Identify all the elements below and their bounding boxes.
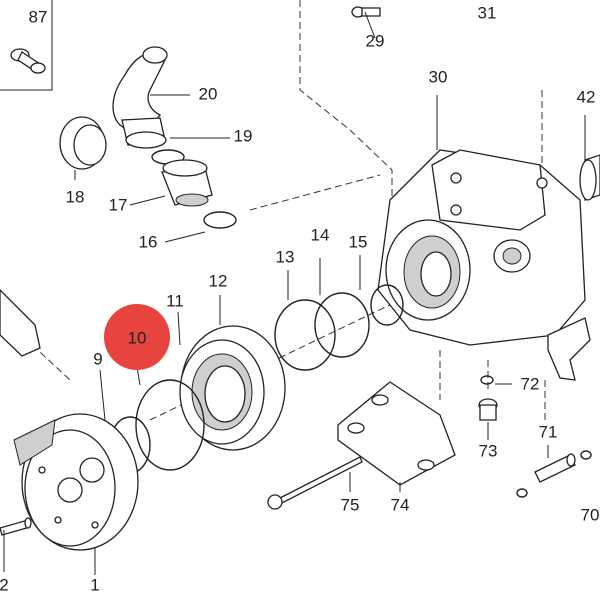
- bolt-75-drawing: [267, 456, 363, 510]
- label-14: 14: [311, 225, 330, 244]
- highlight-marker-10: [104, 304, 170, 370]
- pump-housing-30-drawing: [377, 149, 586, 346]
- label-9: 9: [93, 349, 102, 368]
- label-29: 29: [366, 31, 385, 50]
- screw-2-drawing: [0, 517, 32, 536]
- elbow-fitting-20-drawing: [112, 46, 168, 149]
- label-16: 16: [139, 232, 158, 251]
- label-12: 12: [209, 271, 228, 290]
- washer-72-drawing: [480, 375, 494, 385]
- label-15: 15: [349, 232, 368, 251]
- label-20: 20: [199, 84, 218, 103]
- plug-73-drawing: [478, 398, 498, 421]
- screw-87-drawing: [10, 48, 46, 74]
- o-ring-16-drawing: [203, 211, 237, 229]
- label-18: 18: [66, 187, 85, 206]
- label-13: 13: [276, 247, 295, 266]
- ring-70a-drawing: [516, 488, 528, 498]
- label-74: 74: [391, 495, 410, 514]
- label-30: 30: [429, 67, 448, 86]
- pin-71-drawing: [534, 453, 576, 483]
- label-11: 11: [166, 291, 184, 310]
- part-labels: 87 31 29 20 19 30 42 18 17 16 15 13 14 1…: [0, 3, 599, 594]
- bearing-42-drawing: [579, 154, 600, 201]
- bearing-flange-12-drawing: [179, 325, 286, 451]
- o-ring-10-drawing: [135, 379, 205, 471]
- label-72: 72: [521, 374, 540, 393]
- label-42: 42: [577, 87, 596, 106]
- inset-box-87: [0, 0, 53, 91]
- label-2: 2: [0, 575, 9, 594]
- o-ring-13-drawing: [274, 299, 336, 371]
- leader-lines: [3, 11, 586, 575]
- nut-18-drawing: [59, 116, 107, 170]
- o-ring-15-drawing: [370, 284, 404, 326]
- label-87: 87: [29, 7, 48, 26]
- mounting-bracket-74-drawing: [337, 381, 456, 486]
- o-ring-14-drawing: [314, 292, 370, 358]
- front-cover-1-drawing: [13, 413, 139, 551]
- latch-drawing: [547, 317, 591, 381]
- label-71: 71: [539, 422, 558, 441]
- screw-29-drawing: [351, 6, 381, 18]
- label-75: 75: [341, 495, 360, 514]
- label-31: 31: [478, 3, 497, 22]
- probe-drawing: [0, 289, 41, 357]
- fitting-17-drawing: [161, 159, 213, 207]
- ring-70b-drawing: [580, 450, 592, 460]
- label-70: 70: [581, 505, 600, 524]
- label-19: 19: [234, 126, 253, 145]
- label-1: 1: [90, 575, 99, 594]
- label-17: 17: [109, 195, 128, 214]
- label-73: 73: [479, 441, 498, 460]
- label-10: 10: [128, 328, 147, 347]
